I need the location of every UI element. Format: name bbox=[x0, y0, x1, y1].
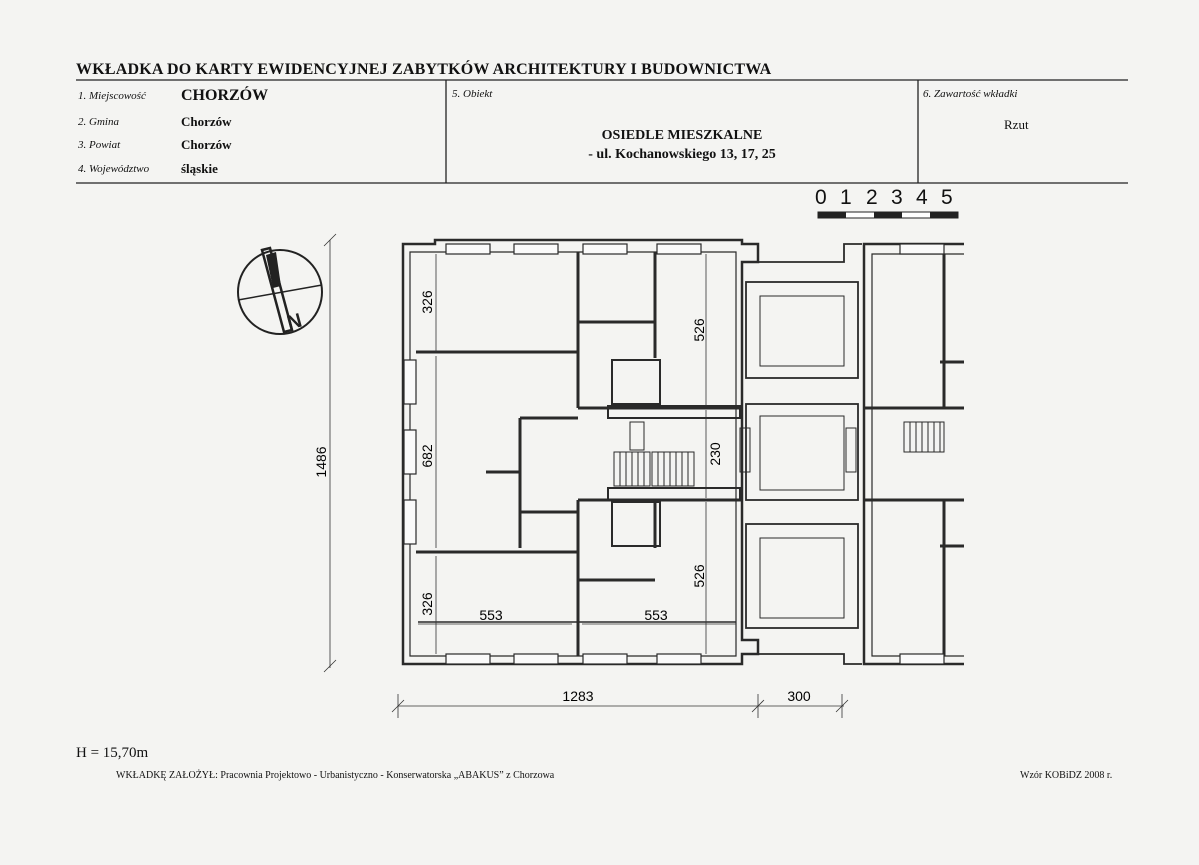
dim-room-top-height: 326 bbox=[419, 290, 435, 314]
dim-total-height: 1486 bbox=[313, 446, 329, 477]
field-value-voivodeship: śląskie bbox=[181, 161, 218, 176]
field-value-locality: CHORZÓW bbox=[181, 87, 269, 104]
field-label-county: 3. Powiat bbox=[78, 139, 121, 151]
dim-passage-width: 300 bbox=[787, 688, 811, 704]
dim-width-left: 553 bbox=[479, 607, 503, 623]
contents-label: 6. Zawartość wkładki bbox=[923, 88, 1018, 100]
dim-stair-height: 230 bbox=[707, 442, 723, 466]
field-label-voivodeship: 4. Województwo bbox=[78, 163, 150, 175]
north-letter: N bbox=[285, 310, 305, 335]
scale-label-0: 0 bbox=[815, 186, 827, 209]
footer-author: WKŁADKĘ ZAŁOŻYŁ: Pracownia Projektowo - … bbox=[116, 770, 555, 781]
dim-room-bottom-height: 326 bbox=[419, 592, 435, 616]
scale-label-2: 2 bbox=[866, 186, 878, 209]
field-value-county: Chorzów bbox=[181, 137, 232, 152]
object-name: OSIEDLE MIESZKALNE bbox=[601, 128, 763, 143]
dim-right-bottom-height: 526 bbox=[691, 564, 707, 588]
scale-label-1: 1 bbox=[840, 186, 852, 209]
object-address: - ul. Kochanowskiego 13, 17, 25 bbox=[588, 147, 776, 162]
dim-right-top-height: 526 bbox=[691, 318, 707, 342]
dim-room-mid-height: 682 bbox=[419, 444, 435, 468]
field-label-commune: 2. Gmina bbox=[78, 116, 119, 128]
building-height: H = 15,70m bbox=[76, 745, 149, 761]
dim-width-right: 553 bbox=[644, 607, 668, 623]
north-arrow-icon bbox=[237, 246, 323, 335]
sheet-title: WKŁADKA DO KARTY EWIDENCYJNEJ ZABYTKÓW A… bbox=[76, 61, 772, 78]
field-label-locality: 1. Miejscowość bbox=[78, 90, 146, 102]
object-label: 5. Obiekt bbox=[452, 88, 493, 100]
dim-total-width: 1283 bbox=[562, 688, 593, 704]
scale-label-4: 4 bbox=[916, 186, 928, 209]
header-table bbox=[76, 79, 1128, 184]
scale-label-5: 5 bbox=[941, 186, 953, 209]
field-value-commune: Chorzów bbox=[181, 114, 232, 129]
footer-template: Wzór KOBiDZ 2008 r. bbox=[1020, 770, 1113, 781]
scale-bar bbox=[817, 211, 959, 219]
scale-label-3: 3 bbox=[891, 186, 903, 209]
dimension-lines bbox=[323, 233, 849, 718]
contents-value: Rzut bbox=[1004, 117, 1029, 132]
floor-plan bbox=[401, 238, 964, 666]
